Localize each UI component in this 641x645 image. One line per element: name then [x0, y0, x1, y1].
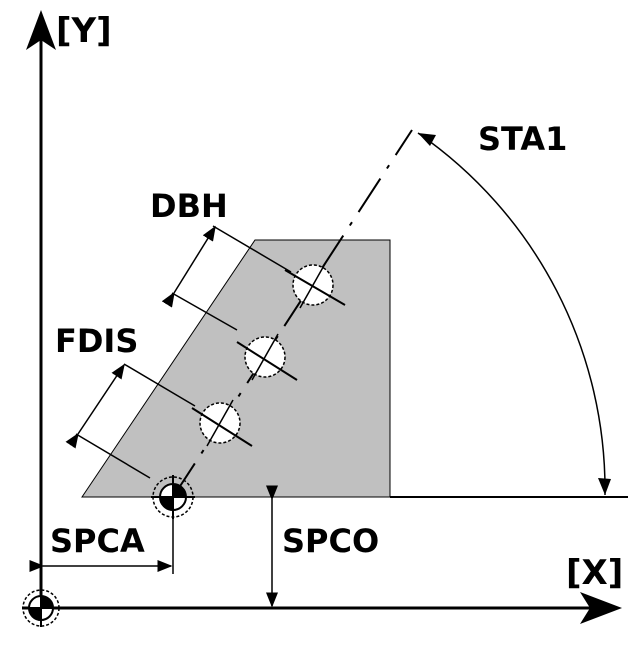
workpiece [81, 239, 391, 498]
spca-label: SPCA [50, 522, 145, 560]
sta1-angle-arc [417, 132, 611, 496]
spco-label: SPCO [282, 522, 379, 560]
spca-dimension [29, 519, 174, 574]
hole [284, 261, 346, 309]
x-axis [22, 592, 622, 624]
dbh-label: DBH [150, 187, 228, 225]
dbh-dimension [161, 225, 292, 331]
fdis-dimension [65, 363, 196, 479]
hole [236, 333, 298, 381]
origin-icon [22, 589, 60, 627]
y-axis-label: [Y] [56, 11, 112, 51]
sta1-label: STA1 [478, 120, 567, 158]
hole [191, 399, 253, 447]
x-axis-label: [X] [566, 553, 623, 593]
y-axis [26, 10, 56, 615]
fdis-label: FDIS [55, 322, 138, 360]
